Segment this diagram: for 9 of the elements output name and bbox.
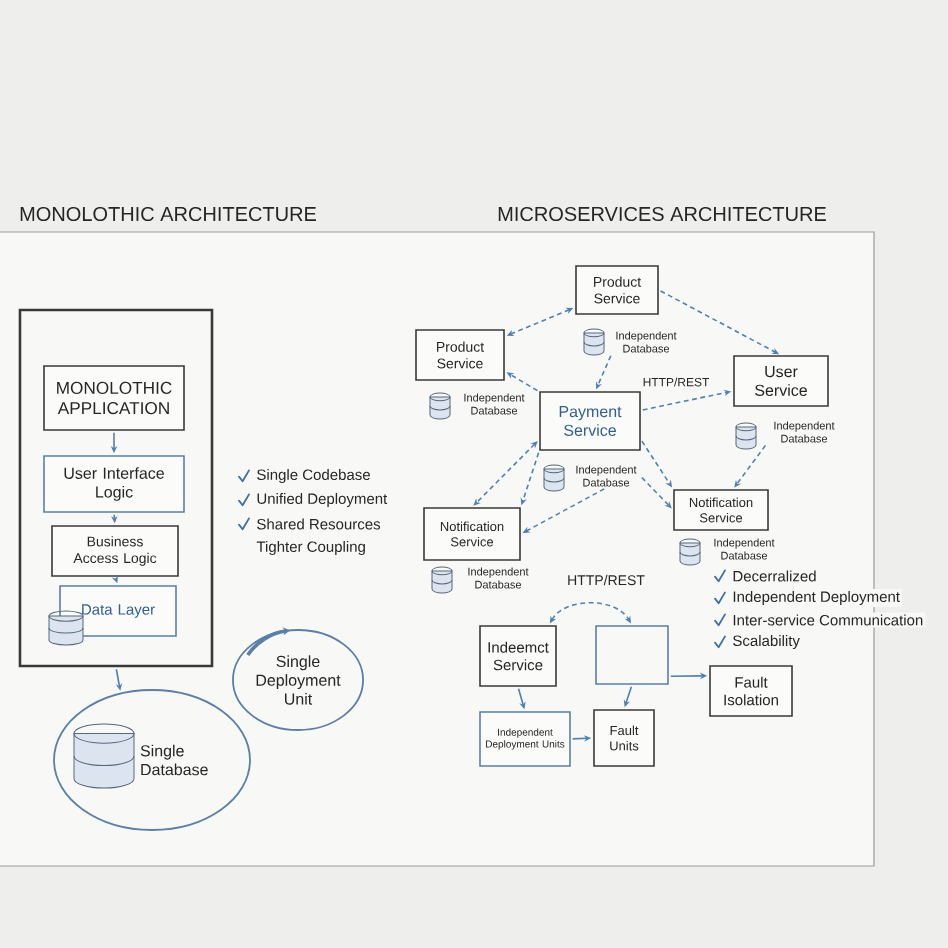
heading: MICROSERVICES ARCHITECTURE [498, 206, 826, 222]
application-container [18, 308, 214, 668]
service-box: Payment Service [539, 391, 641, 451]
application-box: MONOLOTHIC APPLICATION [43, 365, 185, 431]
service-box: User Service [733, 355, 829, 407]
heading: MONOLOTHIC ARCHITECTURE [20, 206, 316, 222]
arrow [641, 476, 672, 509]
empty-box [595, 625, 669, 685]
layer-box: User Interface Logic [43, 455, 185, 513]
